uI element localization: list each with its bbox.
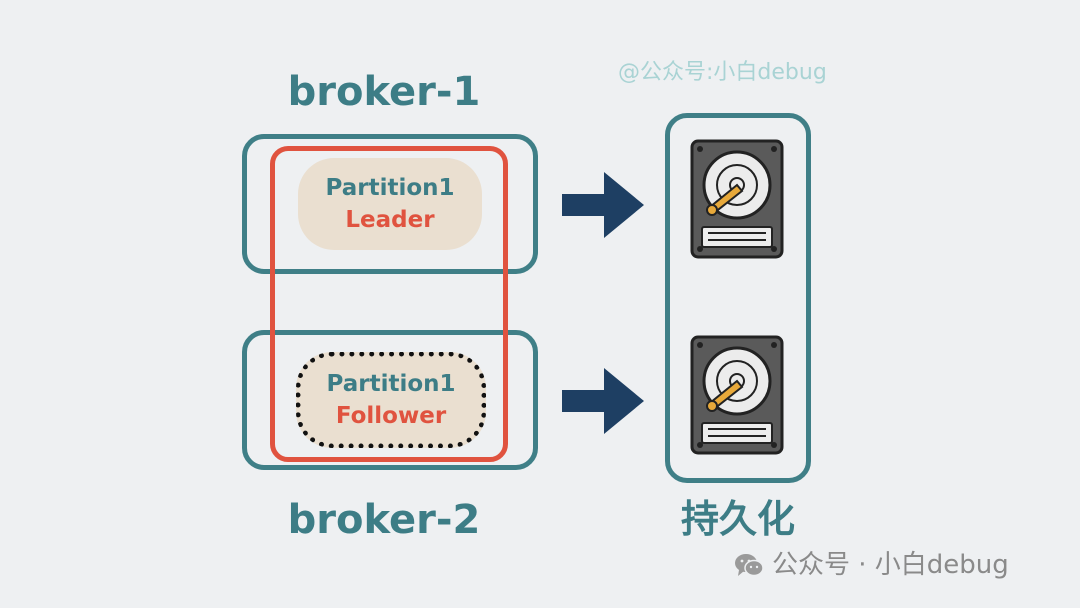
hard-disk-icon (690, 139, 784, 259)
persistence-box (665, 113, 811, 483)
partition-follower-name: Partition1 (326, 370, 456, 397)
arrow-right-icon (562, 172, 644, 238)
partition-replica-group-box (270, 146, 508, 462)
partition-leader-role: Leader (345, 207, 435, 233)
footer-text: 公众号 · 小白debug (772, 550, 1009, 580)
partition-follower-pill: Partition1 Follower (296, 352, 486, 448)
footer-watermark: 公众号 · 小白debug (734, 552, 1009, 578)
broker-1-box (242, 134, 538, 274)
watermark-top: @公众号:小白debug (618, 60, 827, 85)
broker-2-box (242, 330, 538, 470)
broker-1-label: broker-1 (287, 69, 481, 115)
hard-disk-icon (690, 335, 784, 455)
persistence-label: 持久化 (680, 497, 795, 541)
wechat-icon (735, 554, 764, 577)
partition-leader-name: Partition1 (325, 174, 455, 201)
arrow-right-icon (562, 368, 644, 434)
broker-2-label: broker-2 (287, 497, 481, 543)
partition-follower-role: Follower (335, 403, 447, 429)
partition-leader-pill: Partition1 Leader (298, 158, 482, 250)
